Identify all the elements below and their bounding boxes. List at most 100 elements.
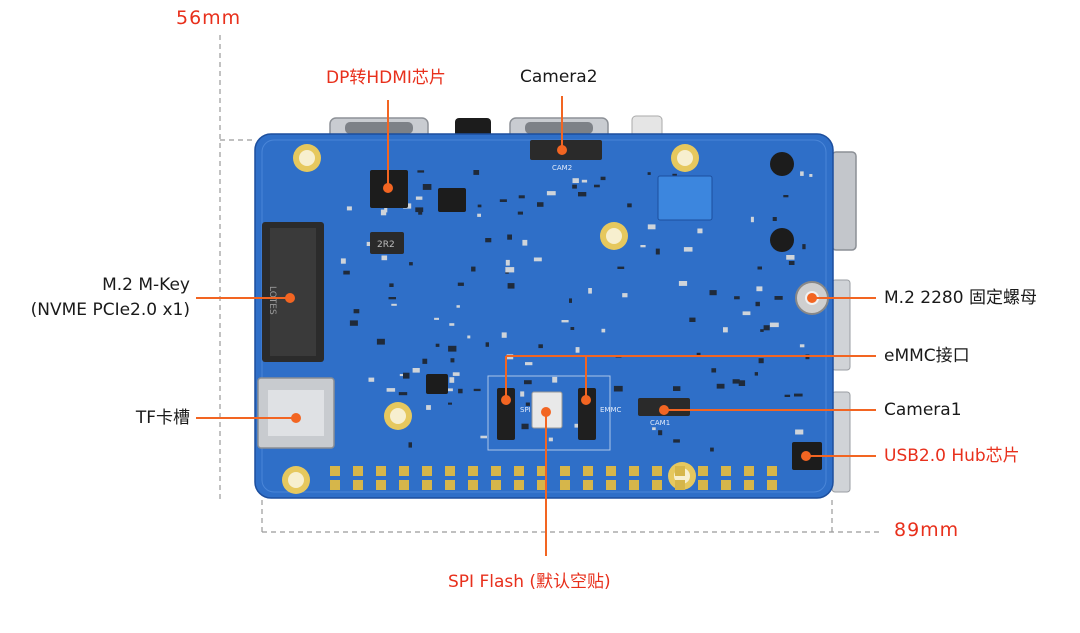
gpio-pin	[652, 466, 662, 476]
smd-component	[652, 427, 656, 431]
gpio-pin	[491, 466, 501, 476]
smd-component	[750, 216, 754, 223]
smd-component	[538, 344, 543, 349]
smd-component	[381, 255, 388, 261]
smd-component	[716, 383, 725, 389]
smd-component	[458, 388, 463, 394]
smd-component	[742, 311, 751, 316]
gpio-pin	[468, 466, 478, 476]
silk-lotes: LOTES	[267, 286, 277, 315]
smd-component	[343, 270, 350, 275]
smd-component	[673, 386, 681, 391]
smd-component	[673, 439, 680, 443]
smd-component	[418, 211, 423, 215]
smd-component	[485, 238, 492, 243]
silkscreen-text: CAM2 CAM1 2R2 SPI EMMC LOTES	[267, 164, 670, 427]
smd-component	[572, 178, 579, 183]
smd-component	[647, 224, 656, 230]
smd-component	[452, 372, 460, 376]
smd-component	[340, 258, 346, 264]
smd-component	[517, 211, 523, 215]
smd-component	[408, 442, 412, 448]
smd-component	[456, 305, 460, 308]
smd-component	[757, 266, 762, 270]
smd-component	[758, 358, 764, 364]
smd-component	[640, 245, 646, 248]
smd-component	[732, 379, 740, 384]
gpio-pin	[353, 466, 363, 476]
gpio-pin	[514, 466, 524, 476]
gpio-pin	[560, 480, 570, 490]
smd-component	[346, 206, 352, 211]
smd-component	[678, 281, 688, 286]
gpio-pin	[422, 466, 432, 476]
smd-component	[450, 358, 455, 363]
smd-component	[426, 405, 431, 410]
smd-component	[783, 195, 789, 198]
smd-component	[588, 288, 592, 294]
smd-component	[480, 435, 487, 439]
smd-component	[522, 239, 528, 246]
silk-2r2: 2R2	[377, 240, 395, 250]
gpio-header	[330, 466, 777, 490]
smd-component	[412, 368, 420, 373]
smd-component	[518, 195, 525, 199]
gpio-pin	[698, 480, 708, 490]
silk-spi: SPI	[520, 406, 531, 414]
smd-component	[376, 338, 385, 345]
smd-component	[697, 228, 703, 234]
gpio-pin	[767, 480, 777, 490]
smd-component	[581, 179, 588, 183]
smd-component	[525, 402, 530, 406]
smd-component	[507, 234, 512, 240]
dim-length-label: 89mm	[894, 519, 960, 541]
silk-emmc: EMMC	[600, 406, 622, 414]
smd-component	[409, 262, 413, 266]
smd-component	[505, 259, 510, 266]
callout-m2-mkey-line1: M.2 M-Key	[102, 275, 190, 295]
callout-dp-hdmi: DP转HDMI芯片	[326, 68, 446, 88]
smd-component	[594, 184, 600, 188]
smd-component	[415, 196, 423, 200]
smd-component	[617, 266, 625, 269]
dim-width-label: 56mm	[176, 7, 242, 29]
smd-component	[445, 388, 453, 392]
leader-dots	[285, 145, 817, 461]
gpio-pin	[537, 480, 547, 490]
gpio-pin	[721, 466, 731, 476]
smd-component	[380, 209, 387, 216]
smd-component	[696, 352, 701, 356]
smd-component	[774, 296, 783, 300]
leader-lines	[196, 96, 876, 556]
smd-component	[569, 298, 572, 303]
smd-component	[794, 393, 803, 397]
smd-component	[537, 202, 544, 207]
gpio-pin	[629, 466, 639, 476]
smd-component	[578, 192, 587, 197]
smd-component	[647, 172, 651, 175]
gpio-pin	[376, 466, 386, 476]
smd-component	[772, 217, 777, 221]
callout-emmc: eMMC接口	[884, 346, 970, 366]
smd-component	[467, 335, 471, 339]
smd-component	[600, 176, 606, 181]
smd-component	[501, 332, 507, 338]
blue-block	[657, 175, 713, 221]
smd-component	[711, 368, 717, 373]
smd-component	[755, 301, 760, 307]
silk-cam2: CAM2	[552, 164, 572, 172]
smd-component	[366, 241, 373, 246]
smd-component	[499, 199, 507, 202]
gpio-pin	[445, 466, 455, 476]
smd-component	[622, 293, 628, 298]
smd-component	[769, 322, 779, 328]
gpio-pin	[675, 480, 685, 490]
callout-usb-hub: USB2.0 Hub芯片	[884, 446, 1020, 466]
smd-component	[368, 377, 375, 382]
smd-component	[802, 244, 806, 250]
smd-component	[800, 171, 804, 176]
smd-component	[477, 213, 481, 217]
gpio-pin	[583, 466, 593, 476]
smd-component	[389, 283, 394, 287]
